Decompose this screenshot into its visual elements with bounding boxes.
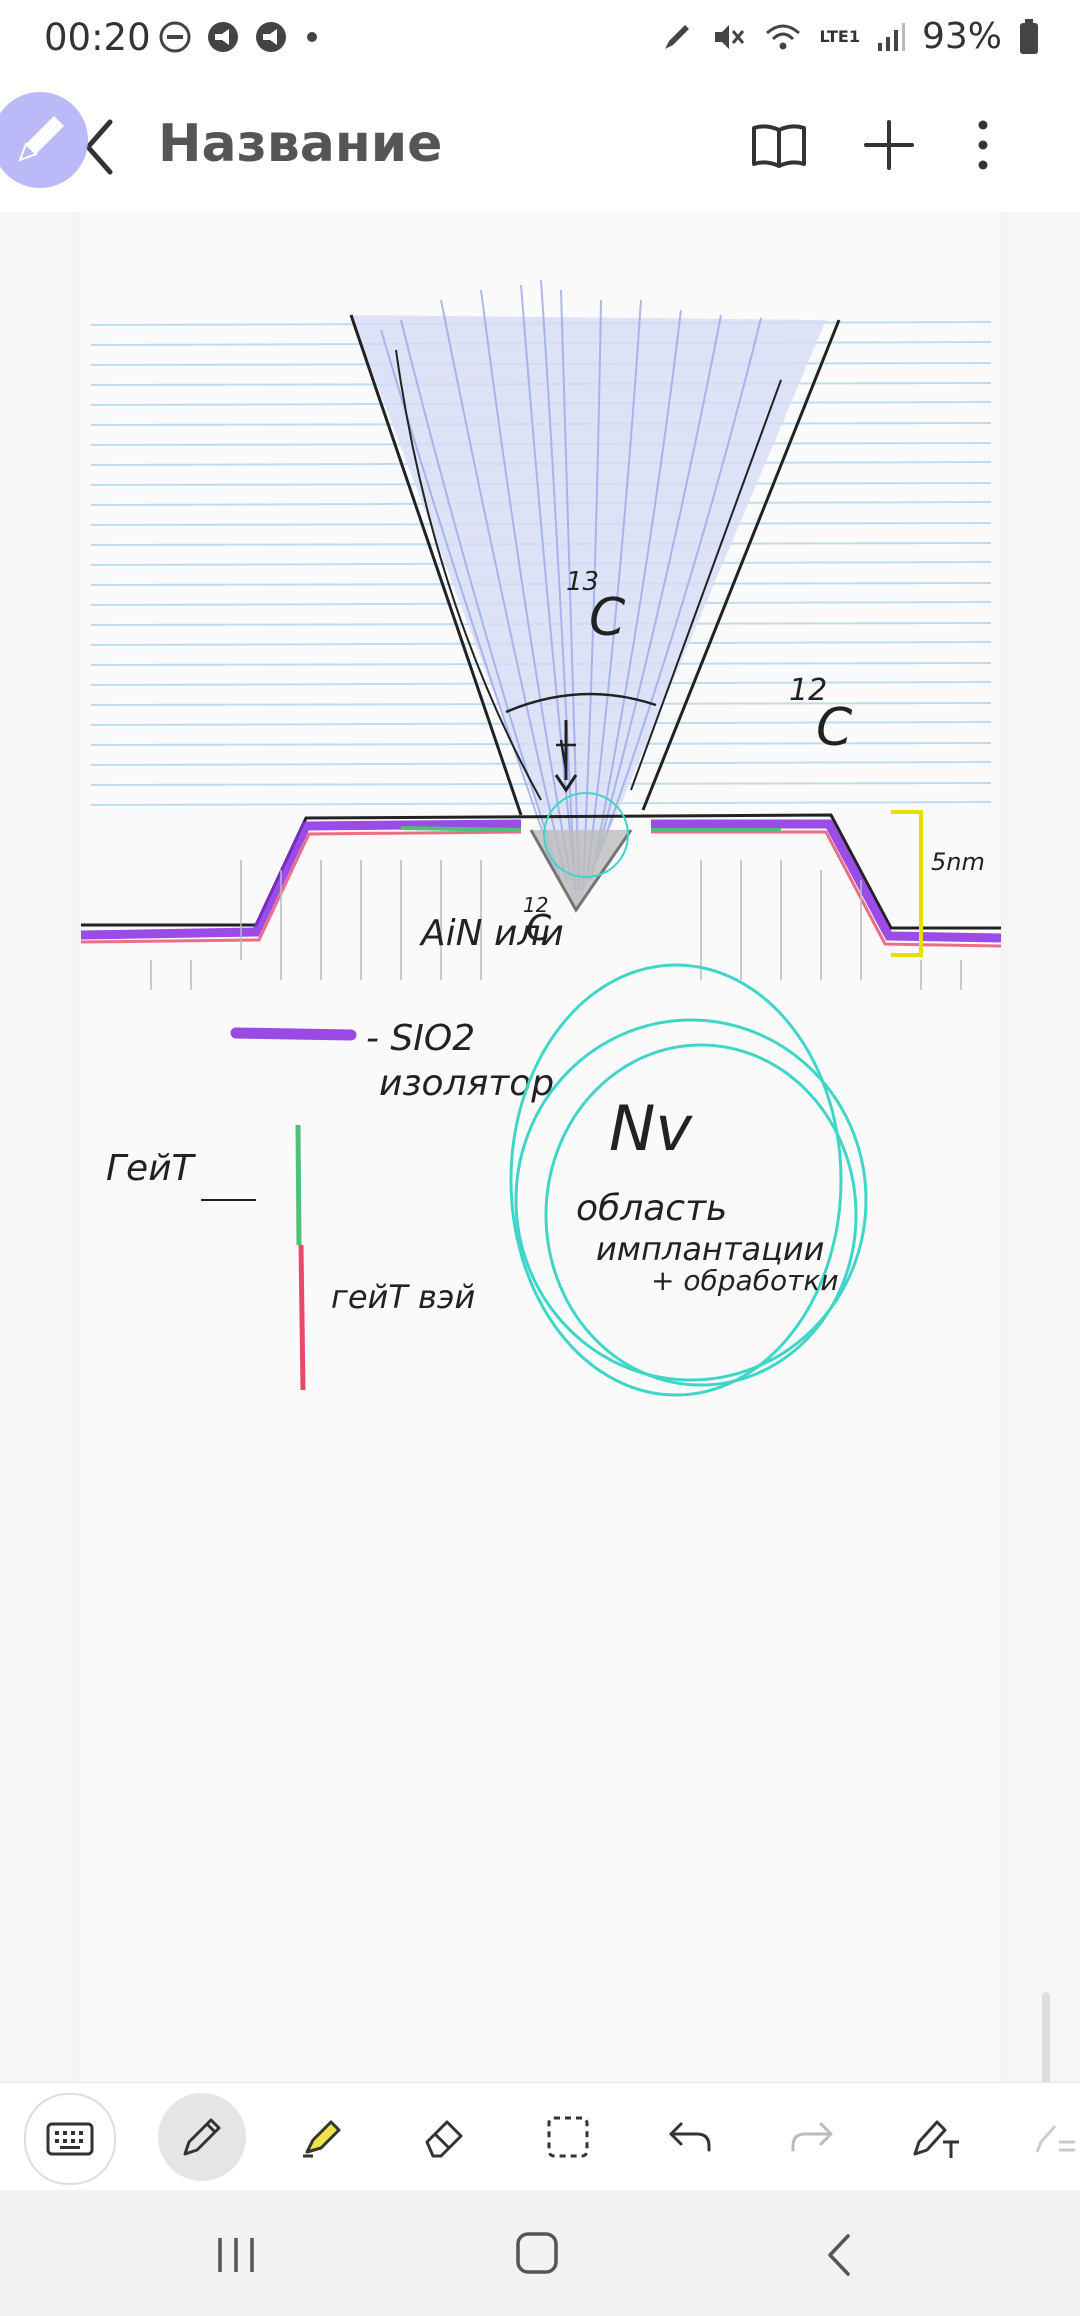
redo-button[interactable]: [768, 2093, 856, 2181]
status-time: 00:20: [44, 16, 151, 59]
book-icon[interactable]: [744, 110, 814, 180]
text-pen-button[interactable]: [892, 2093, 980, 2181]
recents-icon[interactable]: [206, 2230, 266, 2280]
substrate-carbon: C: [526, 908, 552, 949]
highlighter-icon: [303, 2120, 341, 2158]
c13-superscript: 13: [566, 567, 599, 597]
note-page[interactable]: 5nm 13 C 12 C AiN или 12 C - SIO2 изолят…: [78, 212, 1002, 2082]
notification-icon: [208, 22, 238, 52]
carbon-13-cone: [351, 315, 826, 910]
legend-sio2: - SIO2: [366, 1018, 475, 1059]
keyboard-icon: [46, 2122, 94, 2156]
wifi-icon: [766, 24, 801, 49]
nv-label: Nv: [609, 1092, 693, 1165]
region-line3: + обработки: [651, 1264, 839, 1297]
more-tools-icon: [1035, 2125, 1075, 2153]
more-tools-button[interactable]: [1010, 2093, 1080, 2181]
app-bar: Название: [0, 84, 1080, 212]
c12-superscript: 12: [789, 673, 827, 708]
dot-icon: [307, 32, 317, 42]
eraser-button[interactable]: [400, 2093, 488, 2181]
signal-icon: [877, 22, 905, 51]
system-nav-bar: [0, 2190, 1080, 2316]
mute-icon: [715, 24, 745, 49]
scrollbar[interactable]: [1042, 1992, 1050, 2142]
redo-icon: [791, 2122, 833, 2152]
page-title[interactable]: Название: [158, 114, 443, 174]
legend-gatevey: гейТ вэй: [331, 1278, 475, 1316]
undo-button[interactable]: [646, 2093, 734, 2181]
status-right: LTE1 93%: [659, 16, 1040, 57]
back-nav-icon[interactable]: [810, 2230, 870, 2280]
handwritten-sketch: 5nm 13 C 12 C AiN или 12 C - SIO2 изолят…: [80, 279, 1002, 1397]
more-icon[interactable]: [948, 110, 1018, 180]
note-canvas[interactable]: 5nm 13 C 12 C AiN или 12 C - SIO2 изолят…: [0, 212, 1080, 2142]
scale-label: 5nm: [931, 848, 985, 876]
back-icon[interactable]: [70, 112, 130, 182]
notification-icon-2: [256, 22, 286, 52]
c13-label: C: [589, 588, 626, 648]
region-line2: имплантации: [596, 1230, 824, 1268]
battery-icon: [1020, 18, 1038, 54]
status-left-icons: [158, 20, 322, 54]
selection-icon: [547, 2116, 589, 2158]
dnd-icon: [159, 21, 191, 53]
home-icon[interactable]: [506, 2230, 566, 2280]
region-line1: область: [576, 1188, 727, 1229]
drawing-toolbar: [0, 2082, 1080, 2191]
network-label: LTE1: [819, 26, 860, 46]
text-pen-icon: [913, 2120, 959, 2158]
c12-label: C: [816, 698, 853, 758]
highlighter-button[interactable]: [278, 2093, 366, 2181]
keyboard-button[interactable]: [24, 2093, 116, 2185]
legend-gate: ГейТ: [106, 1148, 197, 1189]
selection-button[interactable]: [524, 2093, 612, 2181]
battery-percent: 93%: [921, 16, 1002, 57]
eraser-icon: [425, 2120, 463, 2158]
add-icon[interactable]: [854, 110, 924, 180]
pen-mode-button[interactable]: [0, 92, 88, 188]
pen-icon: [183, 2118, 221, 2156]
pen-icon: [18, 116, 64, 162]
pen-icon: [665, 24, 690, 49]
substrate-label: AiN или: [419, 913, 564, 954]
status-bar: 00:20 LTE1 93%: [0, 0, 1080, 84]
undo-icon: [669, 2122, 711, 2152]
substrate-superscript: 12: [523, 893, 548, 917]
pen-tool-button[interactable]: [158, 2093, 246, 2181]
